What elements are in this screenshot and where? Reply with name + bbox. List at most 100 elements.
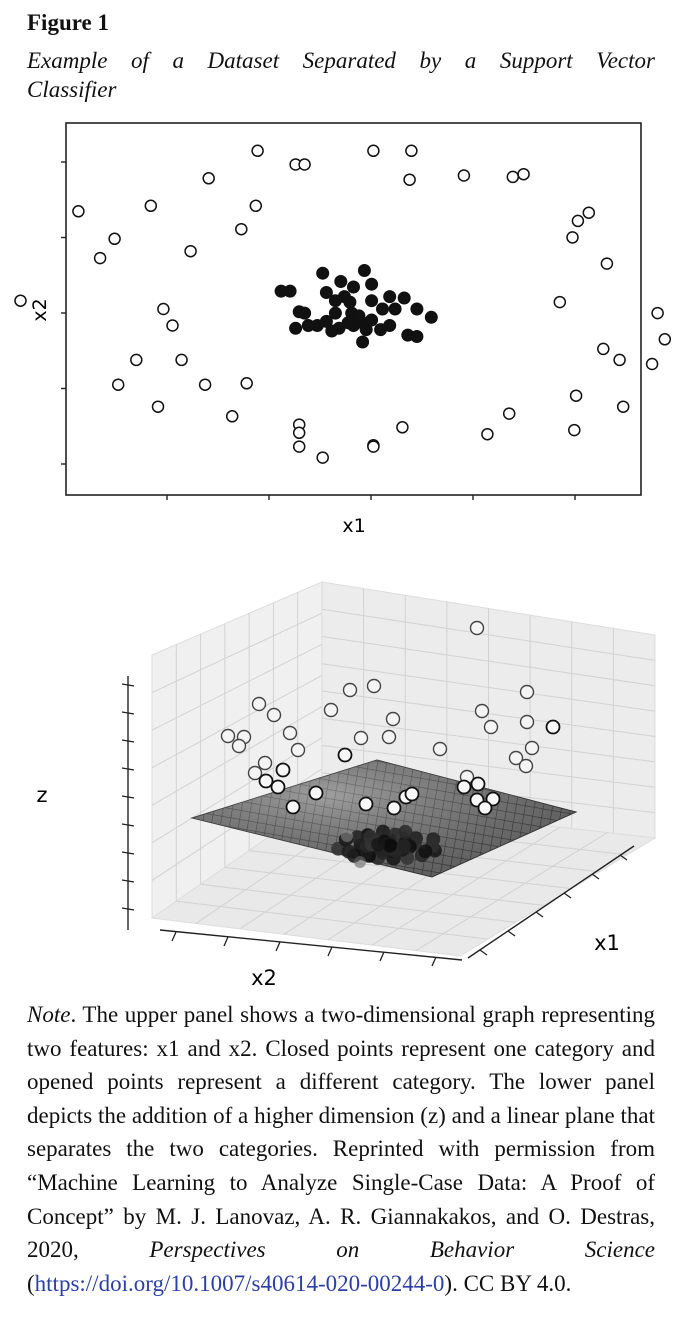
upper-scatter-chart: x1 x2 [14, 122, 672, 537]
closed-point [359, 323, 373, 337]
open-point [249, 199, 263, 213]
upper-y-axis-label: x2 [29, 298, 51, 321]
closed-point [310, 319, 324, 332]
closed-point [383, 290, 397, 304]
closed-point [383, 319, 397, 332]
closed-point [365, 294, 379, 308]
open-point-3d [432, 741, 448, 757]
closed-point [328, 306, 342, 320]
z-tick [121, 767, 135, 771]
open-point-3d [456, 779, 472, 795]
open-point [175, 353, 188, 367]
open-point-3d [386, 800, 402, 816]
closed-point [424, 310, 438, 324]
closed-point-cluster [331, 824, 442, 868]
upper-y-ticks [61, 161, 66, 465]
open-point [613, 353, 626, 367]
x2-tick [327, 946, 333, 957]
open-point [108, 232, 121, 246]
grid-line [176, 900, 488, 940]
open-point-3d [366, 678, 382, 694]
x1-tick [591, 873, 600, 880]
open-point [403, 173, 416, 186]
open-point [292, 440, 306, 453]
note-doi-link[interactable]: https://doi.org/10.1007/s40614-020-00244… [34, 1270, 445, 1296]
z-tick [121, 795, 135, 799]
open-point-3d [275, 762, 291, 778]
closed-point [319, 286, 333, 299]
grid-line [151, 674, 323, 769]
open-point [502, 407, 516, 420]
lower-back-points [220, 620, 540, 785]
open-point [553, 295, 567, 309]
z-tick [121, 711, 135, 715]
closed-point [292, 305, 306, 319]
closed-point [316, 266, 330, 280]
z-tick [121, 851, 135, 855]
closed-point-3d [418, 844, 433, 859]
closed-point-3d [341, 830, 353, 842]
open-point-3d [266, 707, 282, 723]
x2-tick [171, 931, 177, 942]
open-point-3d [353, 730, 369, 746]
open-point-3d [220, 728, 236, 744]
open-point-3d [483, 719, 499, 735]
open-point [517, 167, 530, 181]
lower-front-points [258, 719, 561, 816]
closed-point-3d [371, 837, 386, 852]
closed-point [357, 264, 371, 277]
open-point-3d [247, 765, 263, 781]
closed-point-3d [331, 841, 346, 856]
x1-tick [535, 911, 544, 918]
closed-point [325, 324, 339, 338]
open-point [198, 378, 212, 391]
z-tick [121, 907, 135, 911]
axis-lines [121, 676, 635, 967]
open-point [651, 306, 664, 320]
open-point [130, 353, 143, 367]
grid-line [415, 832, 608, 951]
closed-point-3d [341, 844, 356, 859]
open-point-3d [231, 738, 247, 754]
grid-line [151, 643, 323, 731]
figure-title-continuation: Classifier [27, 77, 117, 102]
open-point [645, 357, 659, 371]
grid-line [371, 826, 561, 946]
closed-point [334, 275, 348, 288]
open-point-3d [323, 702, 339, 718]
open-point [658, 333, 672, 346]
open-point [157, 302, 170, 316]
open-point [568, 423, 581, 437]
x1-tick [563, 892, 572, 899]
open-point-3d [251, 696, 267, 712]
open-point [367, 440, 380, 453]
open-point [184, 244, 197, 258]
closed-point-3d [398, 824, 413, 839]
open-point-3d [524, 740, 540, 756]
x1-tick [479, 949, 488, 956]
open-point [405, 144, 418, 158]
note-tail: ). CC BY 4.0. [444, 1270, 572, 1296]
closed-point-3d [396, 839, 411, 854]
axis-line [159, 929, 463, 961]
x1-tick [507, 930, 516, 937]
upper-points [14, 144, 672, 464]
grid-line [321, 717, 656, 763]
open-point-3d [342, 682, 358, 698]
open-point-3d [470, 776, 486, 792]
grid-line [200, 883, 516, 923]
open-point-3d [308, 785, 324, 801]
x2-tick [379, 951, 385, 962]
closed-point [356, 335, 370, 349]
grid-line [151, 706, 323, 806]
open-point-3d [404, 786, 420, 802]
lower-3d-chart: z x1 x2 [36, 581, 657, 990]
upper-x-ticks [166, 495, 576, 500]
closed-point-3d [383, 838, 397, 853]
open-point [298, 158, 311, 171]
open-point [566, 231, 579, 244]
open-point-3d [545, 719, 561, 735]
open-point [14, 294, 27, 307]
closed-point [347, 280, 360, 294]
upper-plot-frame [65, 122, 642, 496]
